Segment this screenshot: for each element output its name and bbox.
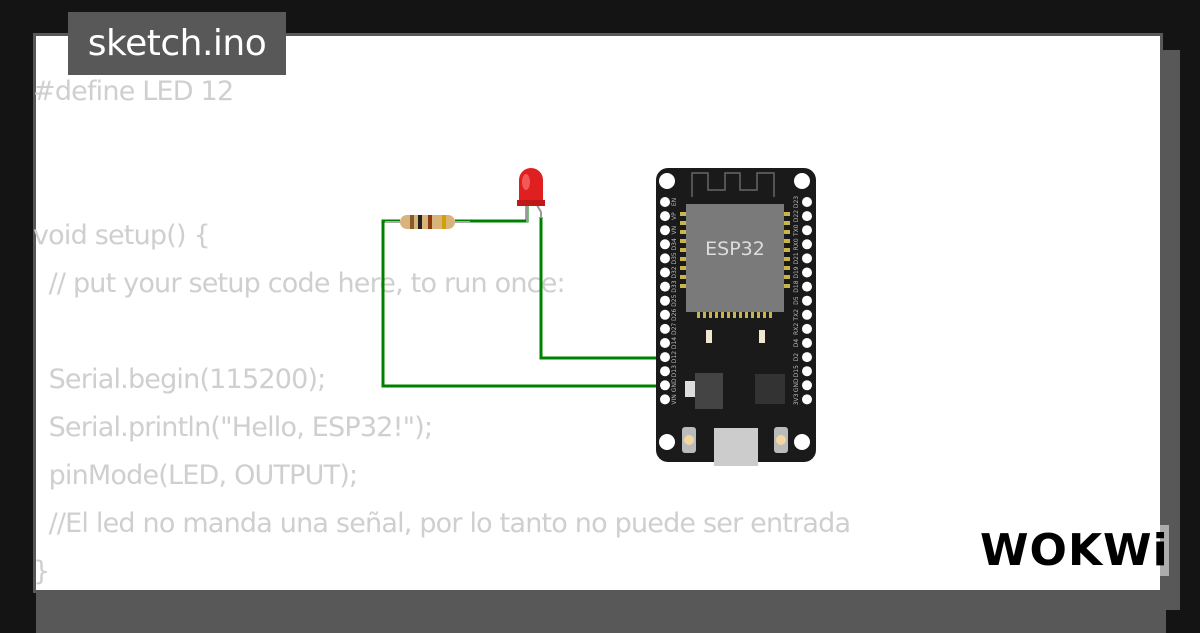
pin-d13[interactable] [660, 366, 670, 377]
pin-d18[interactable] [802, 281, 812, 292]
code-line: pinMode(LED, OUTPUT); [33, 460, 359, 491]
pin-label: D25 [671, 294, 678, 306]
pin-label: D23 [793, 196, 800, 208]
pin-label: D2 [793, 353, 800, 362]
pin-label: 3V3 [793, 393, 800, 405]
sketch-tab-title: sketch.ino [68, 12, 286, 75]
pin-label: D33 [671, 280, 678, 292]
led-red[interactable] [517, 168, 545, 222]
pin-d14[interactable] [660, 338, 670, 348]
esp32-chip [686, 204, 784, 312]
pin-d25[interactable] [660, 295, 670, 306]
pin-tx2[interactable] [802, 309, 812, 320]
pin-label: RX0 [793, 238, 800, 250]
pin-label: D5 [793, 296, 800, 305]
pin-d34[interactable] [660, 239, 670, 250]
pin-label: D35 [671, 252, 678, 264]
chip-label: ESP32 [705, 238, 765, 260]
pin-label: EN [671, 198, 678, 206]
code-line: void setup() { [33, 220, 211, 251]
pin-label: VN [671, 226, 678, 235]
pin-label: D32 [671, 266, 678, 278]
code-line: //El led no manda una señal, por lo tant… [33, 508, 851, 539]
pin-label: D34 [671, 238, 678, 250]
pin-d2[interactable] [802, 352, 812, 363]
pin-d33[interactable] [660, 281, 670, 292]
pin-d12[interactable] [660, 352, 670, 363]
code-line: Serial.begin(115200); [33, 364, 327, 395]
pin-d35[interactable] [660, 253, 670, 264]
pin-label: RX2 [793, 323, 800, 335]
pin-label: D22 [793, 210, 800, 222]
pin-d5[interactable] [802, 295, 812, 306]
usb-port [714, 428, 758, 466]
pin-label: D26 [671, 308, 678, 320]
pin-d21[interactable] [802, 253, 812, 264]
pin-label: D12 [671, 351, 678, 363]
code-line: // put your setup code here, to run once… [33, 268, 566, 299]
code-line: Serial.println("Hello, ESP32!"); [33, 412, 434, 443]
pin-d32[interactable] [660, 267, 670, 278]
pin-rx0[interactable] [802, 239, 812, 250]
pin-label: D15 [793, 365, 800, 377]
pin-label: D14 [671, 337, 678, 349]
code-line: #define LED 12 [33, 76, 234, 107]
resistor[interactable] [385, 215, 470, 229]
pin-label: D27 [671, 323, 678, 335]
pin-d23[interactable] [802, 197, 812, 207]
pin-d22[interactable] [802, 211, 812, 222]
wire-resistor-led [455, 205, 529, 223]
wire-d12 [539, 217, 664, 360]
pin-label: TX0 [793, 224, 800, 237]
pin-label: D13 [671, 365, 678, 377]
pin-gnd[interactable] [660, 380, 670, 391]
pin-rx2[interactable] [802, 323, 812, 334]
wire-gnd [381, 219, 664, 388]
pin-d19[interactable] [802, 267, 812, 278]
pin-label: D18 [793, 280, 800, 292]
pin-gnd[interactable] [802, 380, 812, 391]
wokwi-logo: WOKWi [980, 525, 1169, 576]
pin-d15[interactable] [802, 366, 812, 377]
esp32-board[interactable]: ESP32 ENVPVND34D35D32D33D25D26D27D14D12D… [656, 168, 816, 466]
code-line: } [33, 556, 50, 587]
pin-d26[interactable] [660, 309, 670, 320]
pin-label: TX2 [793, 309, 800, 322]
pin-label: D4 [793, 339, 800, 348]
pin-en[interactable] [660, 197, 670, 207]
code-preview: #define LED 12 void setup() { // put you… [33, 68, 851, 596]
pin-label: GND [671, 378, 678, 392]
pin-d27[interactable] [660, 323, 670, 334]
pin-vn[interactable] [660, 225, 670, 236]
pin-3v3[interactable] [802, 394, 812, 405]
pin-label: VIN [671, 394, 678, 404]
pin-d4[interactable] [802, 338, 812, 348]
pin-vin[interactable] [660, 394, 670, 405]
pin-label: VP [671, 212, 678, 220]
pin-label: D21 [793, 252, 800, 264]
pin-tx0[interactable] [802, 225, 812, 236]
pin-label: D19 [793, 266, 800, 278]
pin-vp[interactable] [660, 211, 670, 222]
preview-card [33, 33, 1163, 593]
pin-label: GND [793, 378, 800, 392]
